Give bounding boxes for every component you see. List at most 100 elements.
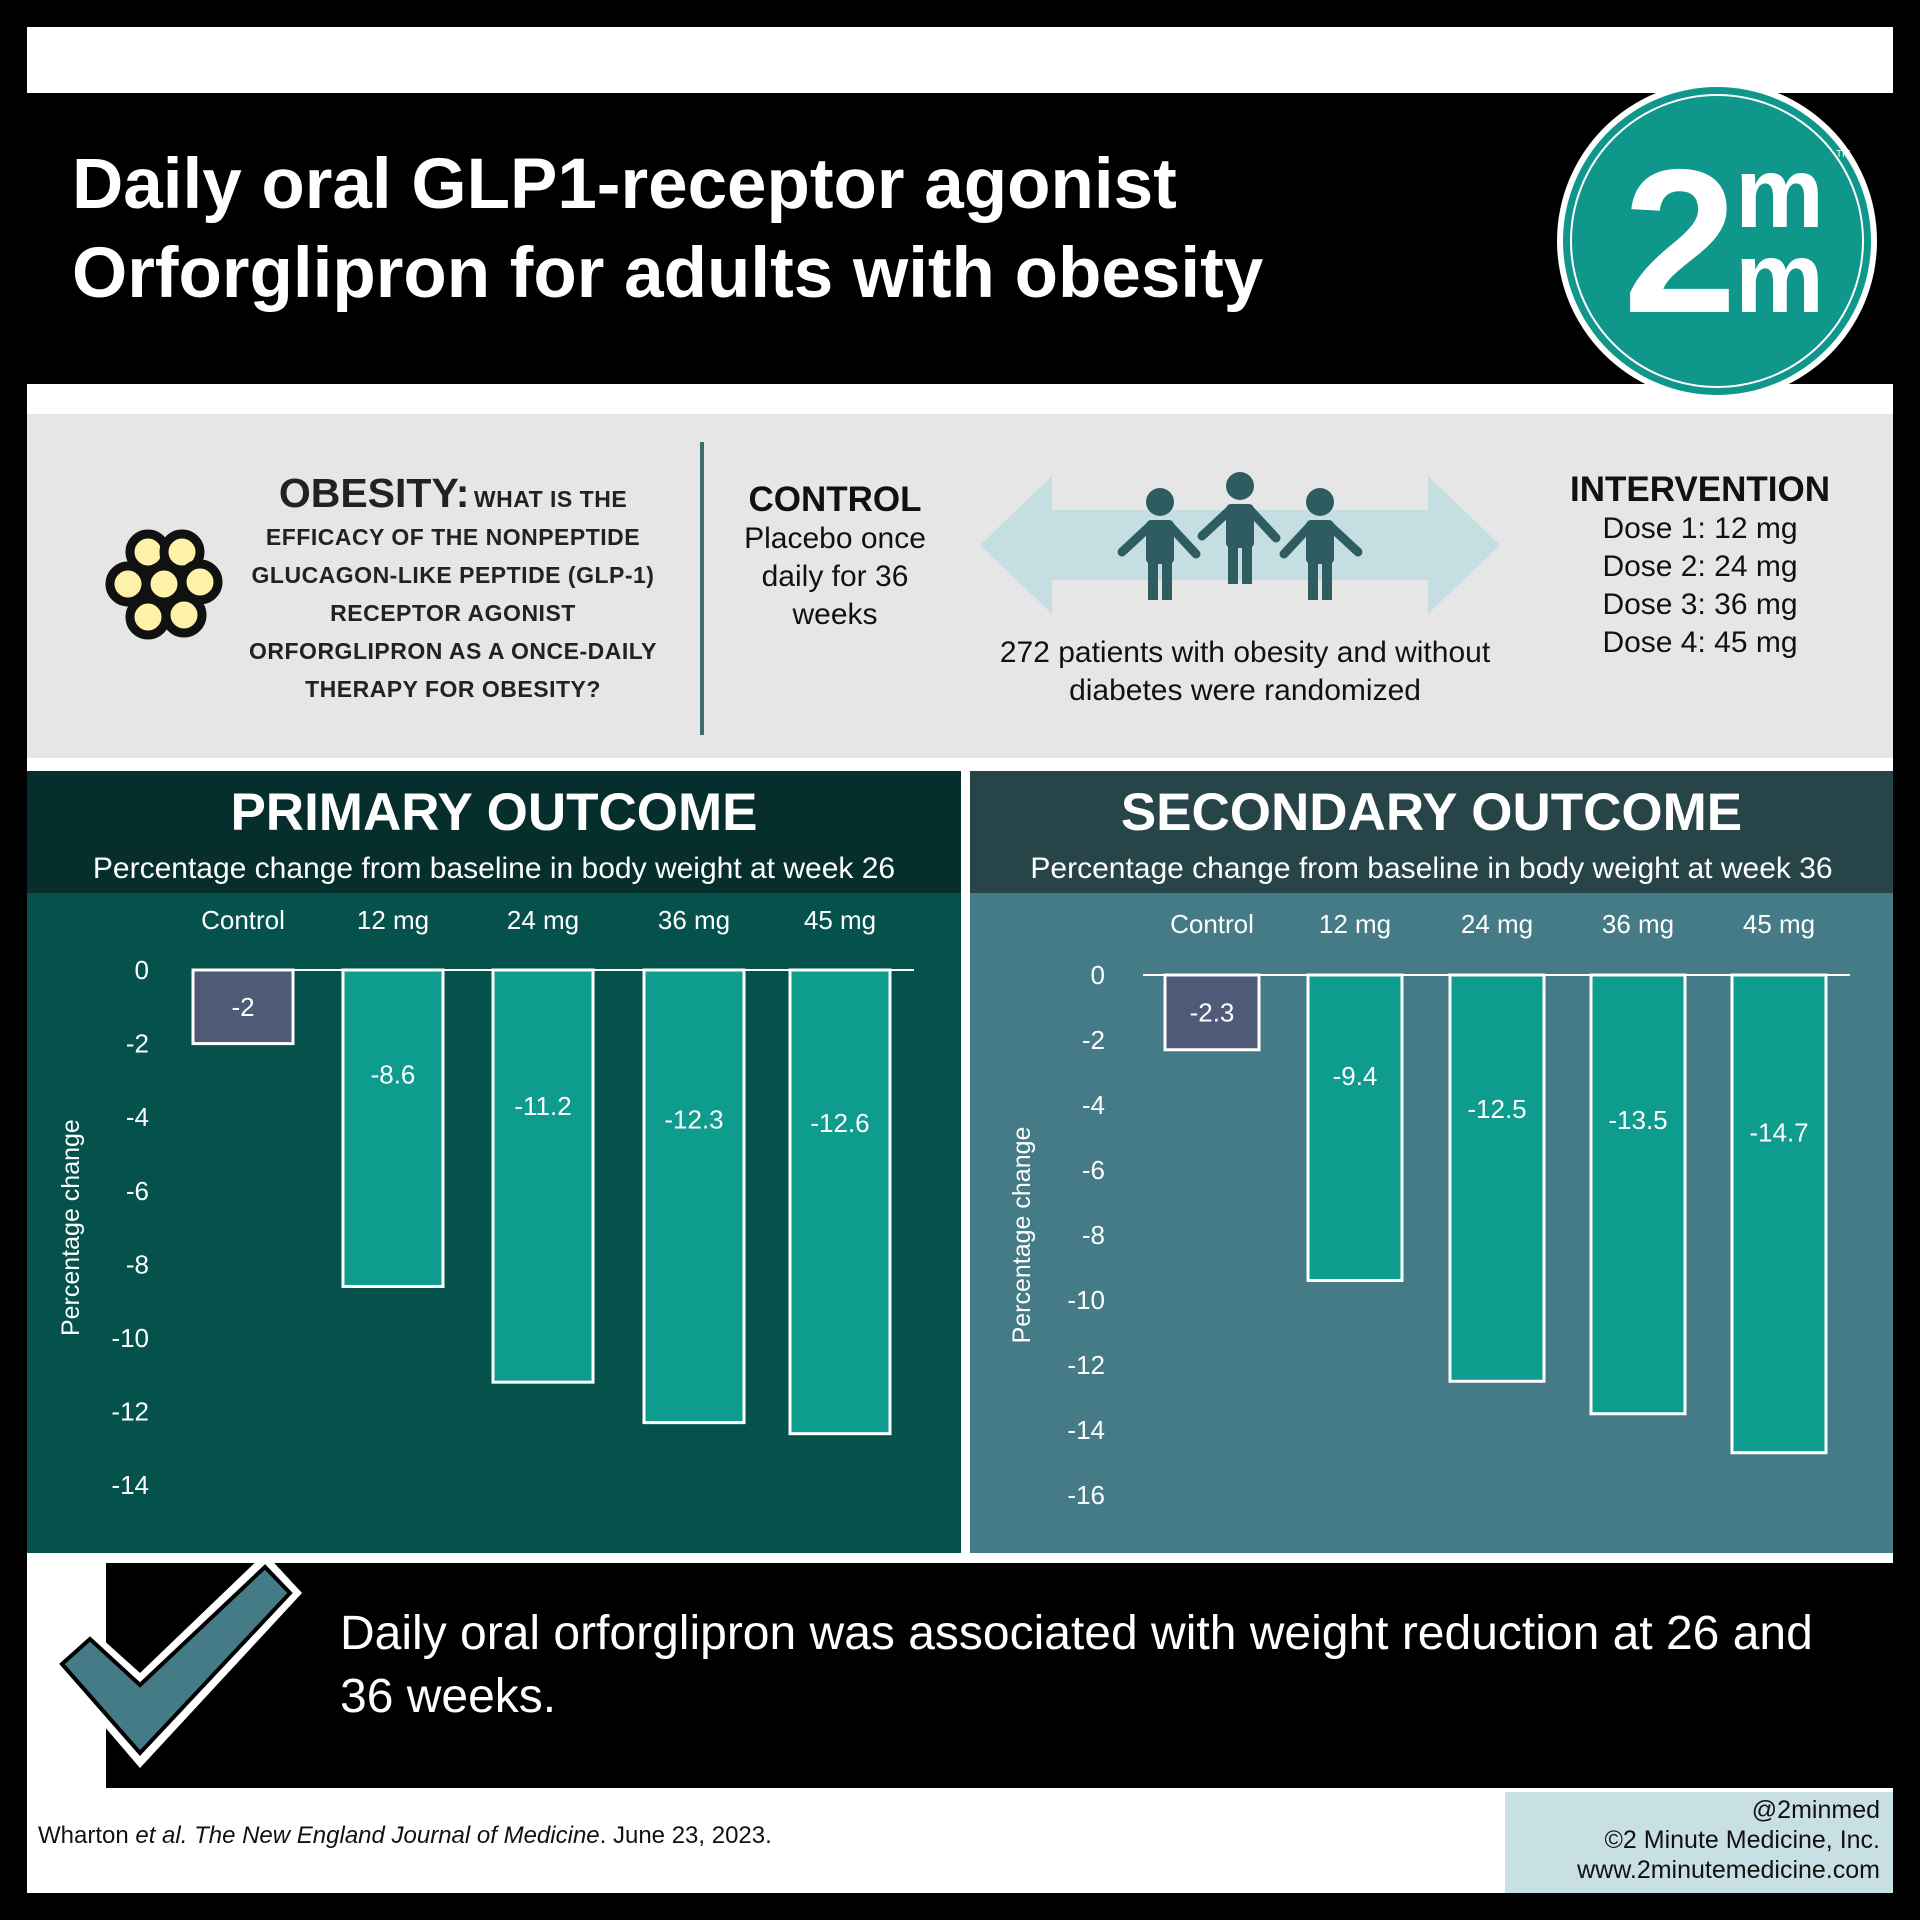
y-tick-label: 0 bbox=[135, 955, 149, 985]
y-tick-label: -8 bbox=[1082, 1220, 1105, 1250]
bar-value-label: -11.2 bbox=[514, 1091, 571, 1121]
bar-value-label: -8.6 bbox=[371, 1059, 416, 1089]
bar-36-mg bbox=[1589, 973, 1687, 1416]
y-axis-label: Percentage change bbox=[57, 1119, 85, 1336]
y-tick-label: -4 bbox=[126, 1102, 149, 1132]
citation-authors: Wharton bbox=[38, 1822, 129, 1849]
study-design-strip bbox=[27, 414, 1893, 758]
conclusion-banner bbox=[106, 1563, 1893, 1788]
category-label: 12 mg bbox=[1319, 909, 1391, 939]
category-label: Control bbox=[1170, 909, 1254, 939]
dose-4: Dose 4: 45 mg bbox=[1602, 626, 1798, 659]
category-label: 36 mg bbox=[658, 905, 730, 935]
page-title: Daily oral GLP1-receptor agonist Orforgl… bbox=[72, 140, 1263, 318]
citation-etal: et al. bbox=[128, 1822, 188, 1849]
primary-outcome-header: PRIMARY OUTCOME Percentage change from b… bbox=[27, 771, 961, 893]
logo-trademark: TM bbox=[1836, 149, 1850, 160]
primary-outcome-subtitle: Percentage change from baseline in body … bbox=[92, 852, 896, 885]
dose-3: Dose 3: 36 mg bbox=[1602, 588, 1798, 621]
y-tick-label: -16 bbox=[1067, 1480, 1105, 1510]
citation: Wharton et al. The New England Journal o… bbox=[38, 1822, 772, 1850]
category-label: 45 mg bbox=[804, 905, 876, 935]
title-line-2: Orforglipron for adults with obesity bbox=[72, 234, 1264, 313]
bar-value-label: -2.3 bbox=[1190, 997, 1235, 1027]
question-body: WHAT IS THE EFFICACY OF THE NONPEPTIDE G… bbox=[249, 486, 657, 702]
copyright-company: ©2 Minute Medicine, Inc. bbox=[1604, 1826, 1881, 1854]
y-tick-label: -6 bbox=[126, 1176, 149, 1206]
randomization-arrow bbox=[980, 472, 1500, 614]
category-label: 12 mg bbox=[357, 905, 429, 935]
bar-45-mg bbox=[788, 968, 892, 1436]
y-axis-label: Percentage change bbox=[1008, 1127, 1036, 1344]
secondary-outcome-title: SECONDARY OUTCOME bbox=[1120, 783, 1743, 842]
y-tick-label: -14 bbox=[1067, 1415, 1105, 1445]
y-tick-label: -6 bbox=[1082, 1155, 1105, 1185]
category-label: Control bbox=[201, 905, 285, 935]
control-heading: CONTROL bbox=[748, 480, 922, 519]
bar-value-label: -12.6 bbox=[810, 1108, 869, 1138]
bar-value-label: -2 bbox=[231, 992, 254, 1022]
citation-date: . June 23, 2023. bbox=[599, 1822, 772, 1849]
bar-24-mg bbox=[491, 968, 595, 1384]
primary-outcome-title: PRIMARY OUTCOME bbox=[230, 783, 758, 842]
dose-1: Dose 1: 12 mg bbox=[1602, 512, 1798, 545]
bar-36-mg bbox=[642, 968, 746, 1425]
question-lead: OBESITY: bbox=[278, 470, 470, 516]
website-url: www.2minutemedicine.com bbox=[1577, 1856, 1880, 1884]
category-label: 24 mg bbox=[507, 905, 579, 935]
bar-45-mg bbox=[1730, 973, 1828, 1455]
y-tick-label: -8 bbox=[126, 1249, 149, 1279]
category-label: 45 mg bbox=[1743, 909, 1815, 939]
y-tick-label: -10 bbox=[1067, 1285, 1105, 1315]
secondary-outcome-header: SECONDARY OUTCOME Percentage change from… bbox=[970, 771, 1893, 893]
intervention-heading: INTERVENTION bbox=[1570, 470, 1830, 509]
fat-cells-icon bbox=[105, 529, 223, 640]
copyright-box bbox=[1505, 1792, 1893, 1893]
bar-value-label: -12.3 bbox=[664, 1104, 723, 1134]
2mm-logo: 2 m m TM bbox=[1557, 81, 1877, 401]
bar-value-label: -9.4 bbox=[1333, 1061, 1378, 1091]
y-tick-label: -2 bbox=[126, 1029, 149, 1059]
social-handle: @2minmed bbox=[1751, 1796, 1880, 1824]
bar-value-label: -14.7 bbox=[1749, 1118, 1808, 1148]
population-line-1: 272 patients with obesity and without bbox=[999, 636, 1491, 669]
y-tick-label: -10 bbox=[111, 1323, 149, 1353]
logo-m-top: m bbox=[1735, 137, 1824, 249]
control-line-2: daily for 36 bbox=[761, 560, 909, 593]
intervention-block: INTERVENTION Dose 1: 12 mg Dose 2: 24 mg… bbox=[1540, 470, 1860, 662]
population-text: 272 patients with obesity and without di… bbox=[960, 634, 1530, 710]
population-line-2: diabetes were randomized bbox=[1069, 674, 1421, 707]
secondary-outcome-chart: 0 -2 -4 -6 -8 -10 -12 -14 -16 Percentage change Co… bbox=[970, 893, 1893, 1553]
y-tick-label: -12 bbox=[111, 1397, 149, 1427]
bar-control bbox=[191, 968, 295, 1046]
secondary-outcome-subtitle: Percentage change from baseline in body … bbox=[1030, 852, 1833, 885]
conclusion-text: Daily oral orforglipron was associated w… bbox=[340, 1607, 1813, 1723]
bar-value-label: -13.5 bbox=[1608, 1105, 1667, 1135]
bar-24-mg bbox=[1448, 973, 1546, 1383]
people-icon bbox=[1117, 472, 1363, 600]
primary-outcome-chart: 0 -2 -4 -6 -8 -10 -12 -14 Percentage change Contr… bbox=[27, 893, 961, 1553]
checkmark-icon bbox=[50, 1563, 302, 1768]
title-line-1: Daily oral GLP1-receptor agonist bbox=[72, 145, 1177, 224]
dose-2: Dose 2: 24 mg bbox=[1602, 550, 1798, 583]
copyright-text: @2minmed ©2 Minute Medicine, Inc. www.2m… bbox=[1505, 1795, 1880, 1885]
y-tick-label: -4 bbox=[1082, 1090, 1105, 1120]
control-line-3: weeks bbox=[792, 598, 878, 631]
y-tick-label: 0 bbox=[1091, 960, 1105, 990]
y-tick-label: -14 bbox=[111, 1470, 149, 1500]
bar-12-mg bbox=[341, 968, 445, 1288]
control-line-1: Placebo once bbox=[744, 522, 926, 555]
bar-control bbox=[1163, 973, 1261, 1052]
pico-divider bbox=[700, 442, 704, 735]
category-label: 24 mg bbox=[1461, 909, 1533, 939]
bar-value-label: -12.5 bbox=[1467, 1094, 1526, 1124]
y-tick-label: -2 bbox=[1082, 1025, 1105, 1055]
category-label: 36 mg bbox=[1602, 909, 1674, 939]
research-question: OBESITY: WHAT IS THE EFFICACY OF THE NON… bbox=[238, 470, 668, 708]
bar-12-mg bbox=[1306, 973, 1404, 1282]
control-block: CONTROL Placebo once daily for 36 weeks bbox=[725, 480, 945, 634]
logo-digit: 2 bbox=[1623, 127, 1737, 356]
citation-journal: The New England Journal of Medicine bbox=[187, 1822, 600, 1849]
y-tick-label: -12 bbox=[1067, 1350, 1105, 1380]
logo-m-bottom: m bbox=[1735, 222, 1824, 334]
